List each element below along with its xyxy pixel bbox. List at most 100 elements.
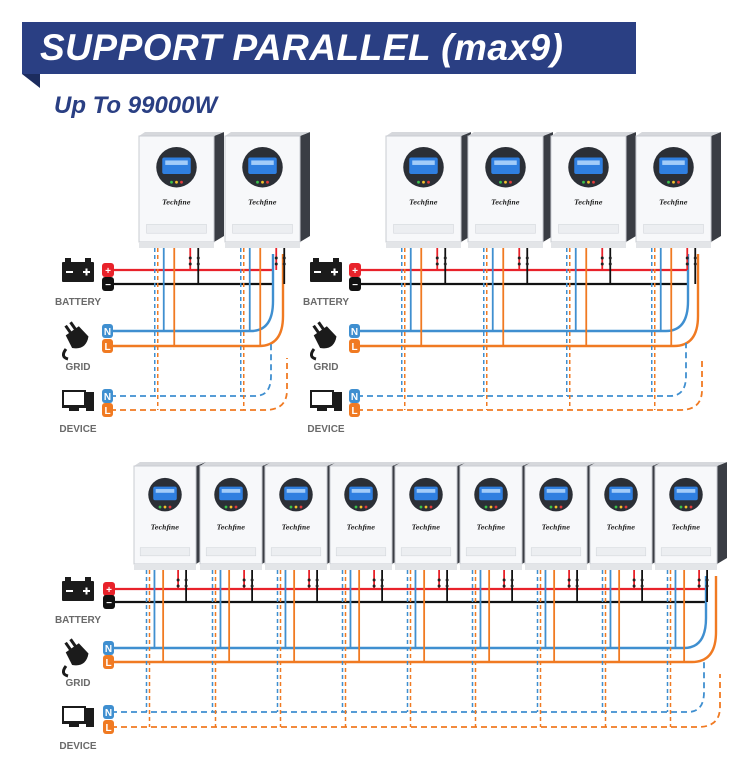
plug-cord <box>61 665 69 678</box>
inverter-top <box>395 462 467 466</box>
rating-label <box>270 547 322 557</box>
status-led <box>582 180 585 184</box>
inverter-unit: Techfine <box>199 462 272 570</box>
brand-logo: Techfine <box>282 524 310 531</box>
device-live-bus <box>357 358 703 411</box>
lcd-digits <box>416 489 436 493</box>
connector-dot <box>315 584 319 588</box>
pc-tower <box>86 392 94 411</box>
page-title: SUPPORT PARALLEL (max9) <box>40 27 564 68</box>
device-neutral-bus <box>110 343 272 397</box>
connector-dot <box>196 256 200 260</box>
rating-label <box>595 547 647 557</box>
lcd-screen <box>544 486 568 501</box>
connector-dot <box>510 584 514 588</box>
terminal-block <box>265 564 327 570</box>
connector-dot <box>372 578 376 582</box>
inverter-top <box>265 462 337 466</box>
connector-dot <box>525 256 529 260</box>
battery-terminal <box>103 595 115 609</box>
ac-terminal-label: N <box>351 327 358 338</box>
connector-dot <box>184 578 188 582</box>
status-led <box>484 505 488 509</box>
lcd-digits <box>251 160 274 165</box>
connector-dot <box>435 256 439 260</box>
monitor-stand <box>69 408 79 411</box>
connector-dot <box>693 256 697 260</box>
brand-logo: Techfine <box>607 524 635 531</box>
grid-live-bus <box>357 254 700 348</box>
status-led <box>158 505 162 509</box>
lcd-digits <box>481 489 501 493</box>
lcd-screen <box>574 157 603 174</box>
status-led <box>424 505 428 509</box>
connector-dot <box>242 584 246 588</box>
battery-terminal <box>102 277 114 291</box>
battery-terminal <box>349 277 361 291</box>
ac-terminal <box>102 324 113 338</box>
rating-label <box>475 224 536 234</box>
device-label: DEVICE <box>59 424 97 435</box>
ac-terminal-label: L <box>104 342 110 353</box>
connector-dot <box>502 584 506 588</box>
connector-dot <box>176 584 180 588</box>
battery-icon <box>62 258 94 282</box>
plug-icon <box>309 321 337 361</box>
banner-fold <box>22 74 40 88</box>
rating-label <box>139 547 191 557</box>
inverter-side <box>626 132 636 242</box>
ac-terminal <box>102 389 113 403</box>
ac-terminal <box>102 403 113 417</box>
plug-pin <box>69 321 77 331</box>
connector-dot <box>685 256 689 260</box>
pc-tower <box>86 708 94 727</box>
inverter-unit: Techfine <box>224 132 310 248</box>
ac-terminal <box>349 324 360 338</box>
device-label: DEVICE <box>59 741 97 752</box>
connector-dot <box>510 578 514 582</box>
brand-logo: Techfine <box>542 524 570 531</box>
brand-logo: Techfine <box>477 524 505 531</box>
lcd-digits <box>221 489 241 493</box>
inverter-unit: Techfine <box>329 462 402 570</box>
battery-terminal <box>103 582 115 596</box>
terminal-block <box>386 242 461 248</box>
status-led <box>359 505 363 509</box>
battery-minus-mark <box>314 271 321 273</box>
lcd-digits <box>412 160 435 165</box>
connector-dot <box>307 578 311 582</box>
ac-terminal-label: N <box>104 327 111 338</box>
inverter-top <box>655 462 727 466</box>
battery-case <box>62 581 94 601</box>
connector-dot <box>632 584 636 588</box>
lcd-digits <box>662 160 685 165</box>
status-led <box>417 180 420 184</box>
grid-label: GRID <box>66 678 91 689</box>
battery-terminal-label: + <box>105 266 111 277</box>
battery-terminal-label: + <box>352 266 358 277</box>
ac-terminal-label: N <box>105 708 112 719</box>
ac-terminal-label: N <box>351 392 358 403</box>
status-led <box>170 180 173 184</box>
device-live-bus <box>110 358 288 411</box>
terminal-block <box>468 242 543 248</box>
lcd-digits <box>494 160 517 165</box>
lcd-screen <box>674 486 698 501</box>
battery-post <box>85 258 91 262</box>
monitor-stand <box>69 724 79 727</box>
connector-dot <box>575 584 579 588</box>
status-led <box>168 505 172 509</box>
status-led <box>499 180 502 184</box>
rating-label <box>530 547 582 557</box>
inverter-side <box>711 132 721 242</box>
lcd-digits <box>165 160 188 165</box>
status-led <box>427 180 430 184</box>
device-icon <box>62 390 94 411</box>
status-led <box>614 505 618 509</box>
plug-icon <box>61 321 89 361</box>
lcd-digits <box>676 489 696 493</box>
terminal-block <box>395 564 457 570</box>
status-led <box>266 180 269 184</box>
connector-dot <box>517 262 521 266</box>
